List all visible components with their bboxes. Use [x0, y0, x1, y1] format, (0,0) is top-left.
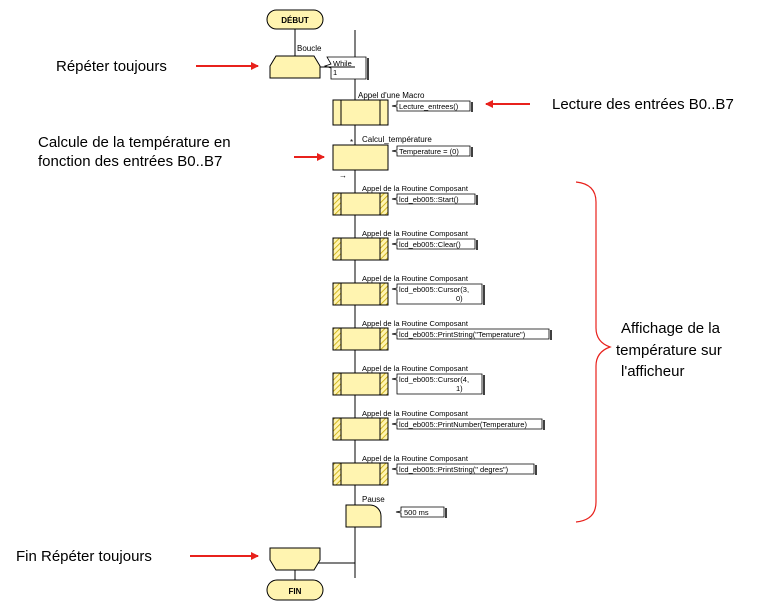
- routine-block-hatch: [332, 417, 342, 441]
- small-arrow-icon: →: [339, 171, 347, 180]
- routine-block-hatch: [379, 462, 389, 486]
- routine-block-hatch: [379, 237, 389, 261]
- start-label: DÉBUT: [281, 16, 309, 25]
- routine-title: Appel de la Routine Composant: [362, 454, 469, 463]
- calc-title: Calcul_température: [362, 135, 432, 144]
- annotation-repeat-forever: Répéter toujours: [56, 58, 167, 75]
- annotation-end-repeat: Fin Répéter toujours: [16, 548, 152, 565]
- routine-title: Appel de la Routine Composant: [362, 364, 469, 373]
- routine-call-text: lcd_eb005::Cursor(3,: [399, 285, 469, 294]
- routine-calls-group: Appel de la Routine Composantlcd_eb005::…: [332, 184, 552, 486]
- routine-call-6[interactable]: Appel de la Routine Composantlcd_eb005::…: [332, 409, 545, 441]
- routine-block-hatch: [379, 372, 389, 396]
- routine-block-hatch: [379, 417, 389, 441]
- routine-block-hatch: [379, 327, 389, 351]
- routine-call-text-line2: 0): [456, 294, 463, 303]
- routine-block-hatch: [379, 192, 389, 216]
- annotation-display-line2: température sur: [616, 342, 722, 359]
- routine-block-hatch: [379, 282, 389, 306]
- display-section-brace: [575, 181, 612, 523]
- routine-title: Appel de la Routine Composant: [362, 274, 469, 283]
- annotation-display-line3: l'afficheur: [621, 363, 684, 380]
- loop-label: Boucle: [297, 44, 322, 53]
- pause-block[interactable]: [345, 504, 382, 528]
- routine-title: Appel de la Routine Composant: [362, 409, 469, 418]
- calc-marker: *: [350, 138, 353, 147]
- routine-title: Appel de la Routine Composant: [362, 319, 469, 328]
- routine-block-hatch: [332, 372, 342, 396]
- routine-note: [391, 328, 550, 340]
- routine-title: Appel de la Routine Composant: [362, 229, 469, 238]
- routine-call-1[interactable]: Appel de la Routine Composantlcd_eb005::…: [332, 184, 478, 216]
- routine-call-7[interactable]: Appel de la Routine Composantlcd_eb005::…: [332, 454, 537, 486]
- calc-block[interactable]: [332, 144, 389, 171]
- routine-block-hatch: [332, 327, 342, 351]
- routine-block-hatch: [332, 192, 342, 216]
- calc-expression-note[interactable]: Temperature = (0): [391, 145, 473, 157]
- macro-call-note[interactable]: Lecture_entrees(): [391, 100, 473, 112]
- loop-condition-line2: 1: [333, 68, 337, 77]
- routine-call-text: lcd_eb005::Cursor(4,: [399, 375, 469, 384]
- routine-block-hatch: [332, 282, 342, 306]
- calc-expression-text: Temperature = (0): [399, 147, 459, 156]
- routine-call-3[interactable]: Appel de la Routine Composantlcd_eb005::…: [332, 274, 485, 306]
- routine-call-2[interactable]: Appel de la Routine Composantlcd_eb005::…: [332, 229, 478, 261]
- macro-call-block[interactable]: [332, 99, 389, 126]
- routine-call-text: lcd_eb005::Start(): [399, 195, 459, 204]
- pause-title: Pause: [362, 495, 385, 504]
- start-terminal[interactable]: DÉBUT: [266, 9, 324, 30]
- routine-call-4[interactable]: Appel de la Routine Composantlcd_eb005::…: [332, 319, 552, 351]
- annotation-calc-line2: fonction des entrées B0..B7: [38, 153, 222, 170]
- routine-call-text: lcd_eb005::PrintString(" degres"): [399, 465, 509, 474]
- loop-condition-line1: While: [333, 59, 352, 68]
- pause-value-note[interactable]: 500 ms: [395, 506, 447, 518]
- routine-note: [391, 463, 535, 475]
- routine-note: [391, 283, 483, 305]
- end-label: FIN: [289, 587, 302, 596]
- routine-note: [391, 418, 543, 430]
- annotation-calc-line1: Calcule de la température en: [38, 134, 231, 151]
- routine-call-text-line2: 1): [456, 384, 463, 393]
- loop-start-block[interactable]: [269, 55, 321, 79]
- routine-call-text: lcd_eb005::Clear(): [399, 240, 461, 249]
- routine-block-hatch: [332, 237, 342, 261]
- annotation-display-line1: Affichage de la: [621, 320, 721, 337]
- routine-note: [391, 193, 476, 205]
- routine-call-text: lcd_eb005::PrintNumber(Temperature): [399, 420, 527, 429]
- macro-call-text: Lecture_entrees(): [399, 102, 459, 111]
- routine-note: [391, 373, 483, 395]
- routine-call-text: lcd_eb005::PrintString("Temperature"): [399, 330, 526, 339]
- routine-block-hatch: [332, 462, 342, 486]
- routine-title: Appel de la Routine Composant: [362, 184, 469, 193]
- end-terminal[interactable]: FIN: [266, 579, 324, 601]
- pause-value-text: 500 ms: [404, 508, 429, 517]
- macro-title: Appel d'une Macro: [358, 91, 425, 100]
- loop-end-block[interactable]: [269, 547, 321, 571]
- routine-note: [391, 238, 476, 250]
- annotation-read-inputs: Lecture des entrées B0..B7: [552, 96, 734, 113]
- loop-condition-note[interactable]: While 1: [323, 56, 369, 80]
- routine-call-5[interactable]: Appel de la Routine Composantlcd_eb005::…: [332, 364, 485, 396]
